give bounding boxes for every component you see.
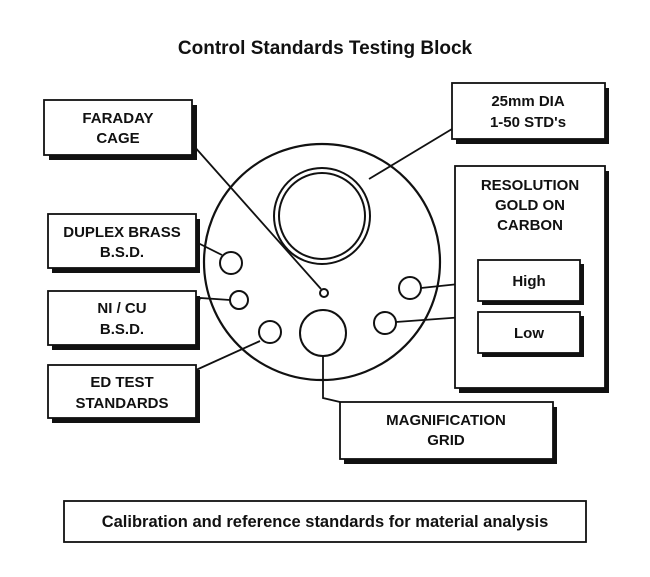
ed-test-leader: [195, 340, 261, 371]
caption-box: [63, 500, 587, 543]
resolution-label-line1: RESOLUTION: [481, 177, 579, 194]
std25-label-line2: 1-50 STD's: [490, 114, 566, 131]
nicu-label-line1: NI / CU: [97, 300, 146, 317]
high-label: High: [512, 273, 545, 290]
resolution-label-line3: CARBON: [497, 217, 563, 234]
magnification-leader: [322, 356, 341, 403]
duplex-brass-hole: [219, 251, 243, 275]
edtest-label-line2: STANDARDS: [75, 395, 168, 412]
std25-box: [451, 82, 606, 140]
nicu-box: [47, 290, 197, 346]
nicu-hole: [229, 290, 249, 310]
magnification-grid-hole: [299, 309, 347, 357]
duplex-leader: [195, 241, 223, 256]
low-box: [477, 311, 581, 354]
faraday-label-line1: FARADAY: [82, 110, 153, 127]
faraday-cage-hole: [319, 288, 329, 298]
magnification-label-line1: MAGNIFICATION: [386, 412, 506, 429]
std25-inner-ring: [278, 172, 366, 260]
faraday-leader: [192, 144, 322, 290]
std25-leader: [368, 128, 453, 180]
magnification-box: [339, 401, 554, 460]
resolution-high-hole: [398, 276, 422, 300]
edtest-box: [47, 364, 197, 419]
faraday-label-line2: CAGE: [96, 130, 139, 147]
resolution-low-hole: [373, 311, 397, 335]
nicu-label-line2: B.S.D.: [100, 321, 144, 338]
caption-text: Calibration and reference standards for …: [102, 513, 549, 531]
resolution-label-line2: GOLD ON: [495, 197, 565, 214]
duplex-box: [47, 213, 197, 269]
duplex-label-line1: DUPLEX BRASS: [63, 224, 181, 241]
magnification-label-line2: GRID: [427, 432, 465, 449]
high-box: [477, 259, 581, 302]
low-label: Low: [514, 325, 544, 342]
faraday-box: [43, 99, 193, 156]
diagram-title: Control Standards Testing Block: [178, 38, 473, 59]
duplex-label-line2: B.S.D.: [100, 244, 144, 261]
std25-label-line1: 25mm DIA: [491, 93, 565, 110]
ed-test-hole: [258, 320, 282, 344]
edtest-label-line1: ED TEST: [90, 374, 153, 391]
